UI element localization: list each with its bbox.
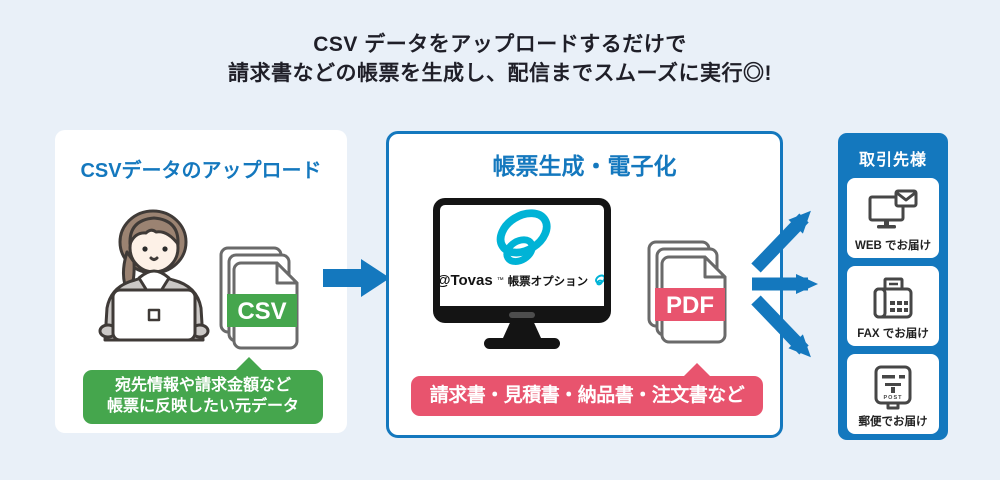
- post-label-text: POST: [884, 395, 903, 401]
- pdf-badge-text: PDF: [666, 292, 714, 319]
- monitor-base: [484, 338, 560, 349]
- page-title: CSV データをアップロードするだけで 請求書などの帳票を生成し、配信までスムー…: [0, 30, 1000, 88]
- channel-card-post: POST 郵便でお届け: [847, 354, 939, 434]
- pdf-file-icon: PDF: [647, 240, 727, 344]
- channel-label-post: 郵便でお届け: [858, 416, 928, 428]
- tovas-swirl-small-icon: [595, 274, 604, 286]
- channel-label-web: WEB でお届け: [854, 240, 932, 252]
- channel-label-fax: FAX でお届け: [857, 328, 929, 340]
- csv-file-icon: CSV: [219, 246, 299, 350]
- pdf-band: [655, 288, 725, 321]
- csv-note-line-2: 帳票に反映したい元データ: [106, 398, 299, 415]
- monitor-stand: [503, 323, 541, 338]
- partner-heading: 取引先様: [858, 152, 927, 169]
- csv-file-stack: CSV: [219, 246, 303, 350]
- csv-note-bubble: 宛先情報や請求金額など 帳票に反映したい元データ: [83, 357, 323, 424]
- tovas-product-text: 帳票オプション: [507, 275, 589, 288]
- monitor-bezel: [433, 306, 611, 323]
- document-types-bubble: 請求書・見積書・納品書・注文書など: [411, 363, 763, 416]
- csv-upload-panel: CSVデータのアップロード: [55, 130, 347, 433]
- tovas-brand-text: @Tovas: [435, 272, 493, 289]
- csv-band: [227, 294, 297, 327]
- channel-card-web: WEB でお届け: [847, 178, 939, 258]
- csv-badge-text: CSV: [237, 298, 286, 325]
- document-types-text: 請求書・見積書・納品書・注文書など: [429, 385, 745, 406]
- pdf-file-stack: PDF: [647, 240, 731, 344]
- monitor-button: [509, 311, 535, 318]
- tovas-swirl-logo-icon: [496, 209, 551, 265]
- person-at-laptop-icon: [98, 209, 210, 342]
- trademark-symbol: ™: [496, 277, 504, 284]
- channel-card-fax: FAX でお届け: [847, 266, 939, 346]
- title-line-1: CSV データをアップロードするだけで: [313, 33, 687, 56]
- csv-note-line-1: 宛先情報や請求金額など: [114, 377, 291, 394]
- title-line-2: 請求書などの帳票を生成し、配信までスムーズに実行◎!: [228, 62, 772, 85]
- arrow-right-icon: [323, 259, 390, 297]
- fan-arrows-icon: [751, 210, 818, 358]
- person-at-laptop-illustration: [77, 190, 229, 342]
- generation-heading: 帳票生成・電子化: [492, 153, 677, 179]
- partner-panel: 取引先様 WEB でお届け: [838, 133, 948, 440]
- csv-upload-heading: CSVデータのアップロード: [80, 160, 322, 182]
